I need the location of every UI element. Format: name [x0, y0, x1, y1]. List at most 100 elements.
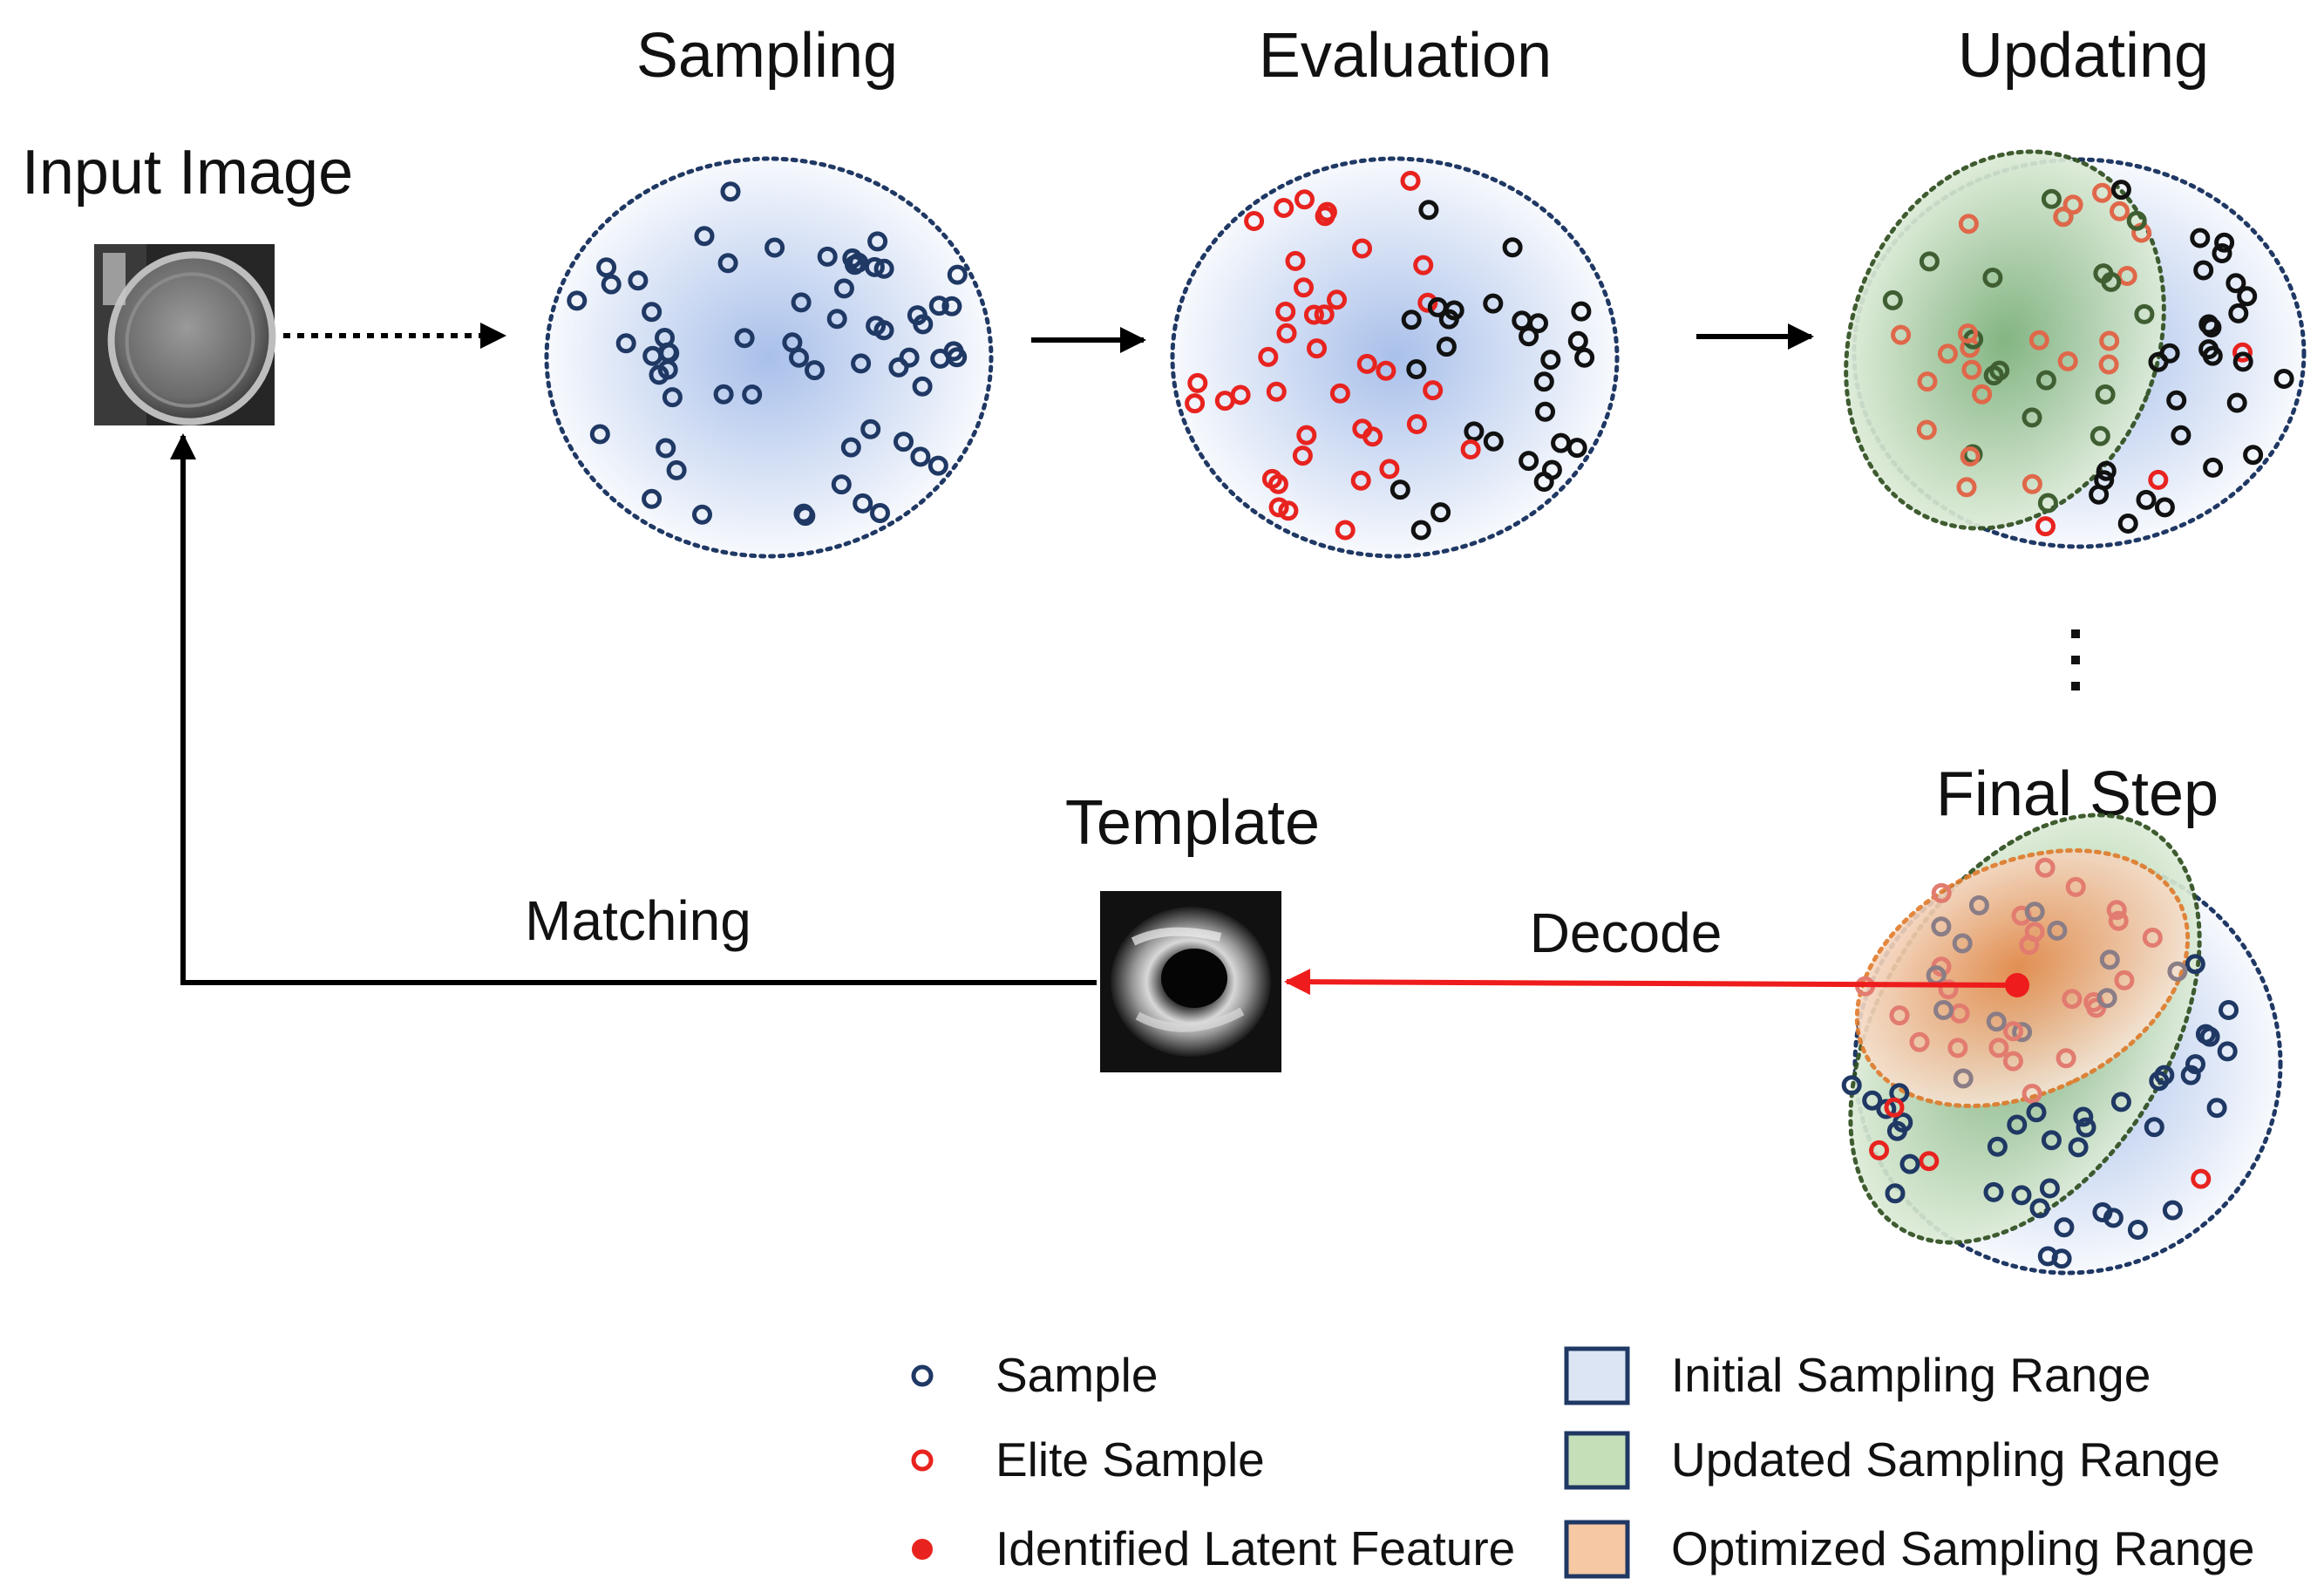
- evaluated-sample-point: [2212, 243, 2232, 263]
- decode-arrow: [1284, 969, 2018, 996]
- elite-sample-point: [1329, 383, 1350, 404]
- sample-point: [2073, 1106, 2094, 1127]
- sample-point: [2099, 949, 2120, 970]
- sample-point: [941, 296, 962, 316]
- elite-sample-point: [1916, 419, 1937, 440]
- sample-point: [848, 252, 869, 273]
- sample-point: [662, 387, 683, 408]
- sample-point: [2217, 1041, 2238, 1062]
- elite-sample-point: [2035, 516, 2056, 537]
- elite-sample-point: [1972, 384, 1993, 405]
- evaluation-initial-range: [1170, 156, 1620, 559]
- input-image-title: Input Image: [22, 138, 353, 208]
- sample-point: [2012, 1022, 2033, 1043]
- sample-point: [2180, 1065, 2201, 1085]
- elite-sample-point: [1362, 426, 1383, 447]
- elite-sample-point: [2028, 330, 2049, 350]
- sample-point: [2144, 1117, 2164, 1138]
- sample-point: [742, 384, 763, 405]
- evaluation-title: Evaluation: [1259, 21, 1552, 91]
- elite-sample-point: [1244, 211, 1265, 231]
- evaluated-sample-point: [2094, 470, 2115, 491]
- elite-sample-point: [2232, 342, 2253, 363]
- decode-label: Decode: [1530, 901, 1723, 964]
- sample-point: [867, 231, 888, 252]
- sample-point: [720, 181, 741, 202]
- sample-point: [615, 333, 636, 354]
- elite-sample-point: [2002, 1051, 2023, 1072]
- sample-point: [873, 258, 894, 279]
- sample-point: [1882, 289, 1903, 310]
- elite-sample-point: [2003, 1021, 2023, 1042]
- elite-sample-point: [1413, 255, 1434, 276]
- elite-sample-point: [1307, 338, 1327, 359]
- elite-sample-point: [1891, 324, 1912, 345]
- sample-point: [2022, 407, 2042, 428]
- sample-point: [888, 357, 909, 378]
- sample-point: [1841, 1075, 1862, 1096]
- evaluated-sample-point: [2226, 392, 2247, 413]
- input-image-thumbnail: [94, 244, 276, 425]
- continuation-dots: [2071, 629, 2080, 691]
- evaluated-sample-point: [1430, 502, 1451, 523]
- sample-point: [851, 353, 872, 374]
- legend-sample-label: Sample: [996, 1348, 1158, 1402]
- legend-elite-sample-label: Elite Sample: [996, 1432, 1265, 1487]
- sample-point: [2185, 954, 2205, 975]
- elite-sample-point: [1356, 353, 1377, 374]
- sample-point: [1952, 933, 1973, 954]
- elite-sample-point: [1917, 371, 1938, 392]
- elite-sample-point: [1417, 292, 1438, 313]
- sampling-title: Sampling: [636, 21, 898, 91]
- elite-sample-point: [2148, 469, 2169, 490]
- evaluated-sample-point: [1427, 296, 1448, 317]
- sample-point: [2029, 1198, 2050, 1219]
- sample-point: [840, 437, 861, 458]
- elite-sample-point: [2065, 876, 2086, 897]
- sample-point: [1989, 360, 2010, 381]
- sample-point: [791, 292, 812, 313]
- evaluated-sample-point: [1519, 326, 1539, 347]
- elite-sample-point: [1335, 520, 1356, 541]
- legend: Sample Elite Sample Identified Latent Fe…: [911, 1346, 2255, 1579]
- elite-sample-point: [1314, 304, 1335, 325]
- sample-point: [2206, 1098, 2227, 1119]
- sample-point: [2092, 1202, 2113, 1222]
- evaluated-sample-point: [2171, 425, 2191, 446]
- evaluated-sample-point: [2198, 314, 2219, 335]
- elite-sample-point: [2110, 201, 2130, 221]
- sample-point: [789, 347, 809, 368]
- evaluated-sample-point: [2225, 273, 2246, 294]
- sample-point: [642, 302, 663, 323]
- elite-sample-point: [1956, 477, 1977, 498]
- sample-point: [2127, 1220, 2148, 1240]
- sample-point: [1933, 1000, 1954, 1020]
- updating-samples: [1882, 180, 2294, 537]
- evaluated-sample-point: [2190, 228, 2211, 248]
- sample-point: [2076, 1117, 2096, 1138]
- sample-point: [2047, 920, 2068, 941]
- sample-point: [717, 253, 738, 274]
- elite-sample-point: [1267, 473, 1288, 494]
- evaluated-sample-point: [2202, 345, 2223, 366]
- elite-sample-point: [1931, 882, 1952, 903]
- sampling-initial-range: [544, 156, 994, 559]
- sample-point: [1876, 1099, 1897, 1119]
- sample-point: [2126, 210, 2147, 231]
- elite-sample-point: [1958, 214, 1979, 235]
- elite-sample-point: [2191, 1168, 2212, 1189]
- elite-sample-point: [1266, 381, 1287, 402]
- legend-updated-range-swatch: [1564, 1431, 1630, 1490]
- sample-point: [899, 347, 920, 368]
- legend-optimized-range-swatch: [1564, 1520, 1630, 1579]
- elite-sample-point: [1423, 380, 1444, 401]
- evaluated-sample-point: [1551, 432, 1572, 453]
- sample-point: [2037, 493, 2058, 514]
- final-samples: [1841, 857, 2239, 1269]
- sample-point: [2037, 1246, 2058, 1267]
- sample-point: [913, 314, 934, 335]
- sample-point: [764, 237, 785, 258]
- sample-point: [912, 376, 933, 397]
- evaluated-sample-point: [2193, 260, 2214, 281]
- elite-sample-point: [2062, 194, 2083, 215]
